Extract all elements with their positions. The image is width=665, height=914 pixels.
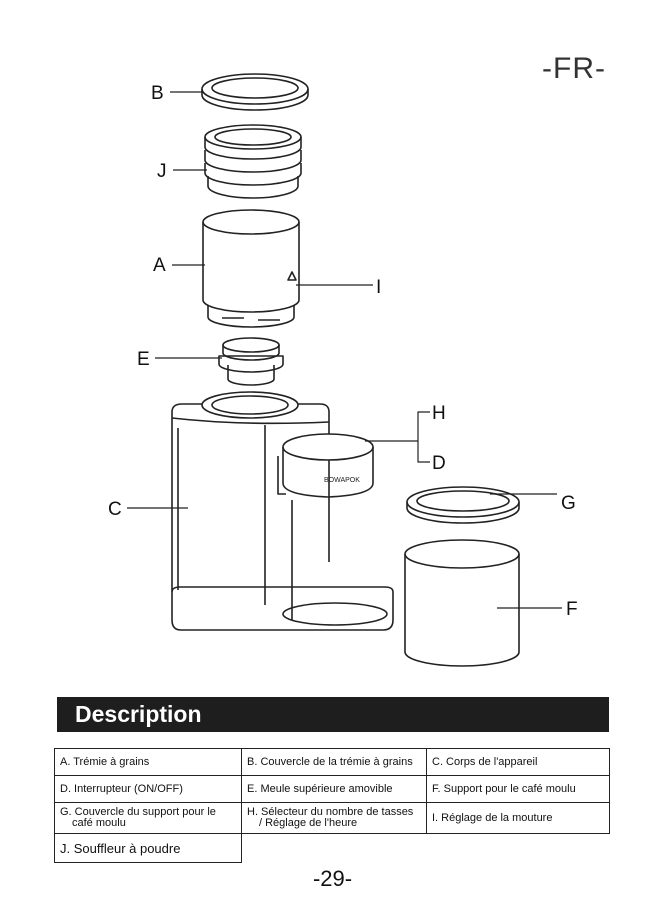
part-j: J. Souffleur à poudre [54,833,242,863]
table-row: J. Souffleur à poudre [54,833,610,863]
part-a: A. Trémie à grains [54,748,242,776]
callout-e: E [137,349,150,370]
part-g-line-2: café moulu [72,817,126,829]
part-g-line-1: G. Couvercle du support pour le [60,806,216,818]
part-c: C. Corps de l'appareil [426,748,610,776]
main-body-part [171,391,394,631]
parts-table: A. Trémie à grains B. Couvercle de la tr… [54,748,610,863]
selector-head-part [277,433,374,498]
brand-mark: BOWAPOK [324,477,360,484]
table-row: D. Interrupteur (ON/OFF) E. Meule supéri… [54,775,610,803]
part-f: F. Support pour le café moulu [426,775,610,803]
page-number: -29- [312,866,353,891]
grinder-exploded-diagram: BOWAPOK B J A I E C H D G F [108,73,578,667]
part-h-line-2: / Réglage de l'heure [259,817,358,829]
table-row: A. Trémie à grains B. Couvercle de la tr… [54,748,610,776]
section-title: Description [57,697,609,732]
part-e: E. Meule supérieure amovible [241,775,427,803]
grounds-lid-part [406,486,520,524]
part-b: B. Couvercle de la trémie à grains [241,748,427,776]
grounds-cup-part [404,539,520,667]
callout-h: H [432,403,446,424]
callout-j: J [157,161,167,182]
callout-g: G [561,493,576,514]
part-h-line-1: H. Sélecteur du nombre de tasses [247,806,414,818]
callout-b: B [151,83,164,104]
bean-hopper-part [202,209,300,328]
callout-f: F [566,599,578,620]
part-i: I. Réglage de la mouture [426,802,610,834]
table-row: G. Couvercle du support pour le café mou… [54,802,610,834]
callout-a: A [153,255,166,276]
part-h: H. Sélecteur du nombre de tasses / Régla… [241,802,427,834]
part-d: D. Interrupteur (ON/OFF) [54,775,242,803]
callout-c: C [108,499,122,520]
language-label: -FR- [542,52,606,85]
part-g: G. Couvercle du support pour le café mou… [54,802,242,834]
callout-leaders [127,91,562,609]
upper-burr-part [218,337,284,386]
callout-i: I [376,277,381,298]
powder-blower-part [204,124,302,199]
callout-d: D [432,453,446,474]
hopper-lid-part [201,73,309,111]
